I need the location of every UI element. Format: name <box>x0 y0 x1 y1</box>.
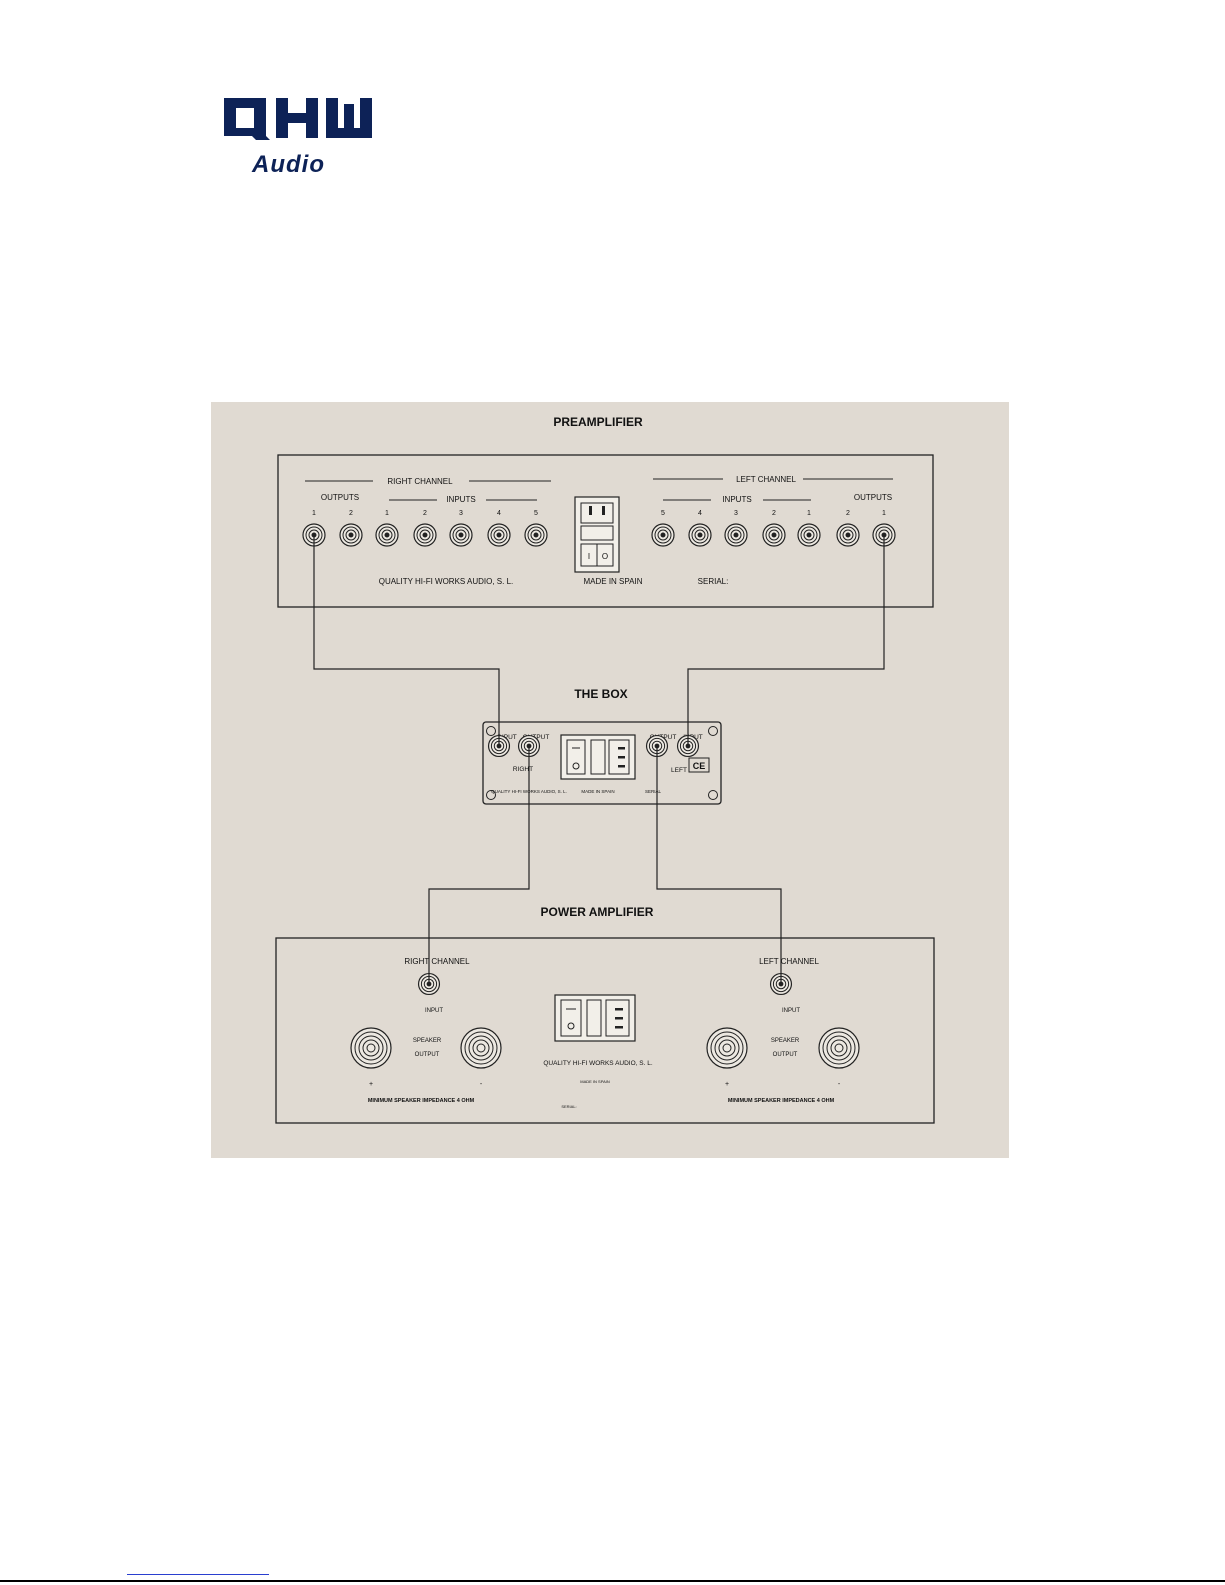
box-right-input-label: INPUT <box>497 734 517 741</box>
preamp-right-jack-7 <box>524 523 548 547</box>
power-right-minus: - <box>480 1081 483 1088</box>
box-ce-mark <box>688 757 710 773</box>
logo-sub-text: Audio <box>251 151 325 178</box>
preamp-left-in-num-1: 1 <box>807 510 811 517</box>
preamp-right-in-num-1: 1 <box>385 510 389 517</box>
power-power-module <box>554 994 636 1042</box>
cable-pre-left-to-box-left-input <box>687 535 885 746</box>
preamp-right-jack-2 <box>339 523 363 547</box>
power-left-output-label: OUTPUT <box>773 1052 798 1058</box>
power-right-speaker-label: SPEAKER <box>413 1038 442 1044</box>
cable-pre-right-to-box-right-input <box>313 535 500 746</box>
preamp-right-jack-6 <box>487 523 511 547</box>
cable-box-left-output-to-power-left <box>656 746 782 984</box>
box-ce-text: CE <box>693 761 706 771</box>
preamp-left-jack-1 <box>651 523 675 547</box>
preamp-right-inputs-label: INPUTS <box>446 495 475 504</box>
box-left-label: LEFT <box>671 767 687 774</box>
preamp-serial: SERIAL: <box>698 577 729 586</box>
preamp-right-in-num-5: 5 <box>534 510 538 517</box>
power-left-minus: - <box>838 1081 841 1088</box>
preamp-right-jack-4 <box>413 523 437 547</box>
preamp-right-out-num-2: 2 <box>349 510 353 517</box>
preamp-left-in-num-3: 3 <box>734 510 738 517</box>
footer-rule <box>0 1580 1225 1582</box>
preamp-right-out-num-1: 1 <box>312 510 316 517</box>
logo-letter-w <box>326 98 372 138</box>
preamp-panel <box>277 454 934 608</box>
preamp-left-jack-6 <box>836 523 860 547</box>
preamp-left-channel-label: LEFT CHANNEL <box>736 475 796 484</box>
power-right-minus-post <box>460 1027 502 1069</box>
qhw-audio-logo: Audio <box>222 96 378 178</box>
preamp-left-jack-3 <box>724 523 748 547</box>
preamp-company: QUALITY HI-FI WORKS AUDIO, S. L. <box>379 577 514 586</box>
box-mount-screws <box>486 726 718 800</box>
preamp-switch-off: O <box>602 552 608 561</box>
box-right-label: RIGHT <box>513 766 533 773</box>
power-left-minus-post <box>818 1027 860 1069</box>
preamp-left-in-num-4: 4 <box>698 510 702 517</box>
power-left-channel-label: LEFT CHANNEL <box>759 957 819 966</box>
preamp-left-jack-4 <box>762 523 786 547</box>
power-company: QUALITY HI-FI WORKS AUDIO, S. L. <box>543 1060 653 1067</box>
preamp-left-inputs-label: INPUTS <box>722 495 751 504</box>
preamp-left-jack-5 <box>797 523 821 547</box>
preamp-right-channel-label: RIGHT CHANNEL <box>387 477 453 486</box>
preamp-left-jack-2 <box>688 523 712 547</box>
connection-diagram: PREAMPLIFIER RIGHT CHANNEL OUTPUTS INPUT… <box>211 402 1009 1158</box>
preamp-title: PREAMPLIFIER <box>553 415 643 429</box>
footer-link-underline <box>127 1574 269 1575</box>
cable-box-right-output-to-power-right <box>428 746 530 984</box>
box-power-module <box>560 734 636 780</box>
power-right-output-label: OUTPUT <box>415 1052 440 1058</box>
preamp-switch-on: I <box>588 552 590 561</box>
preamp-right-in-num-4: 4 <box>497 510 501 517</box>
power-made-in: MADE IN SPAIN <box>580 1079 610 1084</box>
preamp-right-jack-3 <box>375 523 399 547</box>
interconnect-cables <box>313 535 885 984</box>
power-left-input-label: INPUT <box>782 1008 800 1014</box>
speaker-binding-posts <box>350 1027 860 1069</box>
power-title: POWER AMPLIFIER <box>541 905 654 919</box>
preamp-right-in-num-3: 3 <box>459 510 463 517</box>
preamp-left-outputs-label: OUTPUTS <box>854 493 892 502</box>
power-right-channel-label: RIGHT CHANNEL <box>404 957 470 966</box>
box-title: THE BOX <box>574 687 627 701</box>
preamp-right-outputs-label: OUTPUTS <box>321 493 359 502</box>
logo-letter-q <box>224 98 270 140</box>
preamp-made-in: MADE IN SPAIN <box>584 577 643 586</box>
box-serial: SERIAL <box>645 789 662 794</box>
power-left-impedance: MINIMUM SPEAKER IMPEDANCE 4 OHM <box>728 1098 835 1104</box>
preamp-left-out-num-2: 2 <box>846 510 850 517</box>
logo-letter-h <box>276 98 318 138</box>
power-right-impedance: MINIMUM SPEAKER IMPEDANCE 4 OHM <box>368 1098 475 1104</box>
box-panel <box>482 721 722 805</box>
box-made-in: MADE IN SPAIN <box>581 789 614 794</box>
preamp-left-out-num-1: 1 <box>882 510 886 517</box>
power-left-speaker-label: SPEAKER <box>771 1038 800 1044</box>
power-left-plus-post <box>706 1027 748 1069</box>
power-left-plus: + <box>725 1081 729 1088</box>
preamp-right-jack-5 <box>449 523 473 547</box>
power-right-plus-post <box>350 1027 392 1069</box>
power-serial: SERIAL: <box>561 1104 576 1109</box>
power-panel <box>275 937 935 1124</box>
power-right-input-label: INPUT <box>425 1008 443 1014</box>
preamp-right-in-num-2: 2 <box>423 510 427 517</box>
preamp-power-module: I O <box>574 496 620 573</box>
preamp-left-in-num-2: 2 <box>772 510 776 517</box>
preamp-left-in-num-5: 5 <box>661 510 665 517</box>
power-right-plus: + <box>369 1081 373 1088</box>
